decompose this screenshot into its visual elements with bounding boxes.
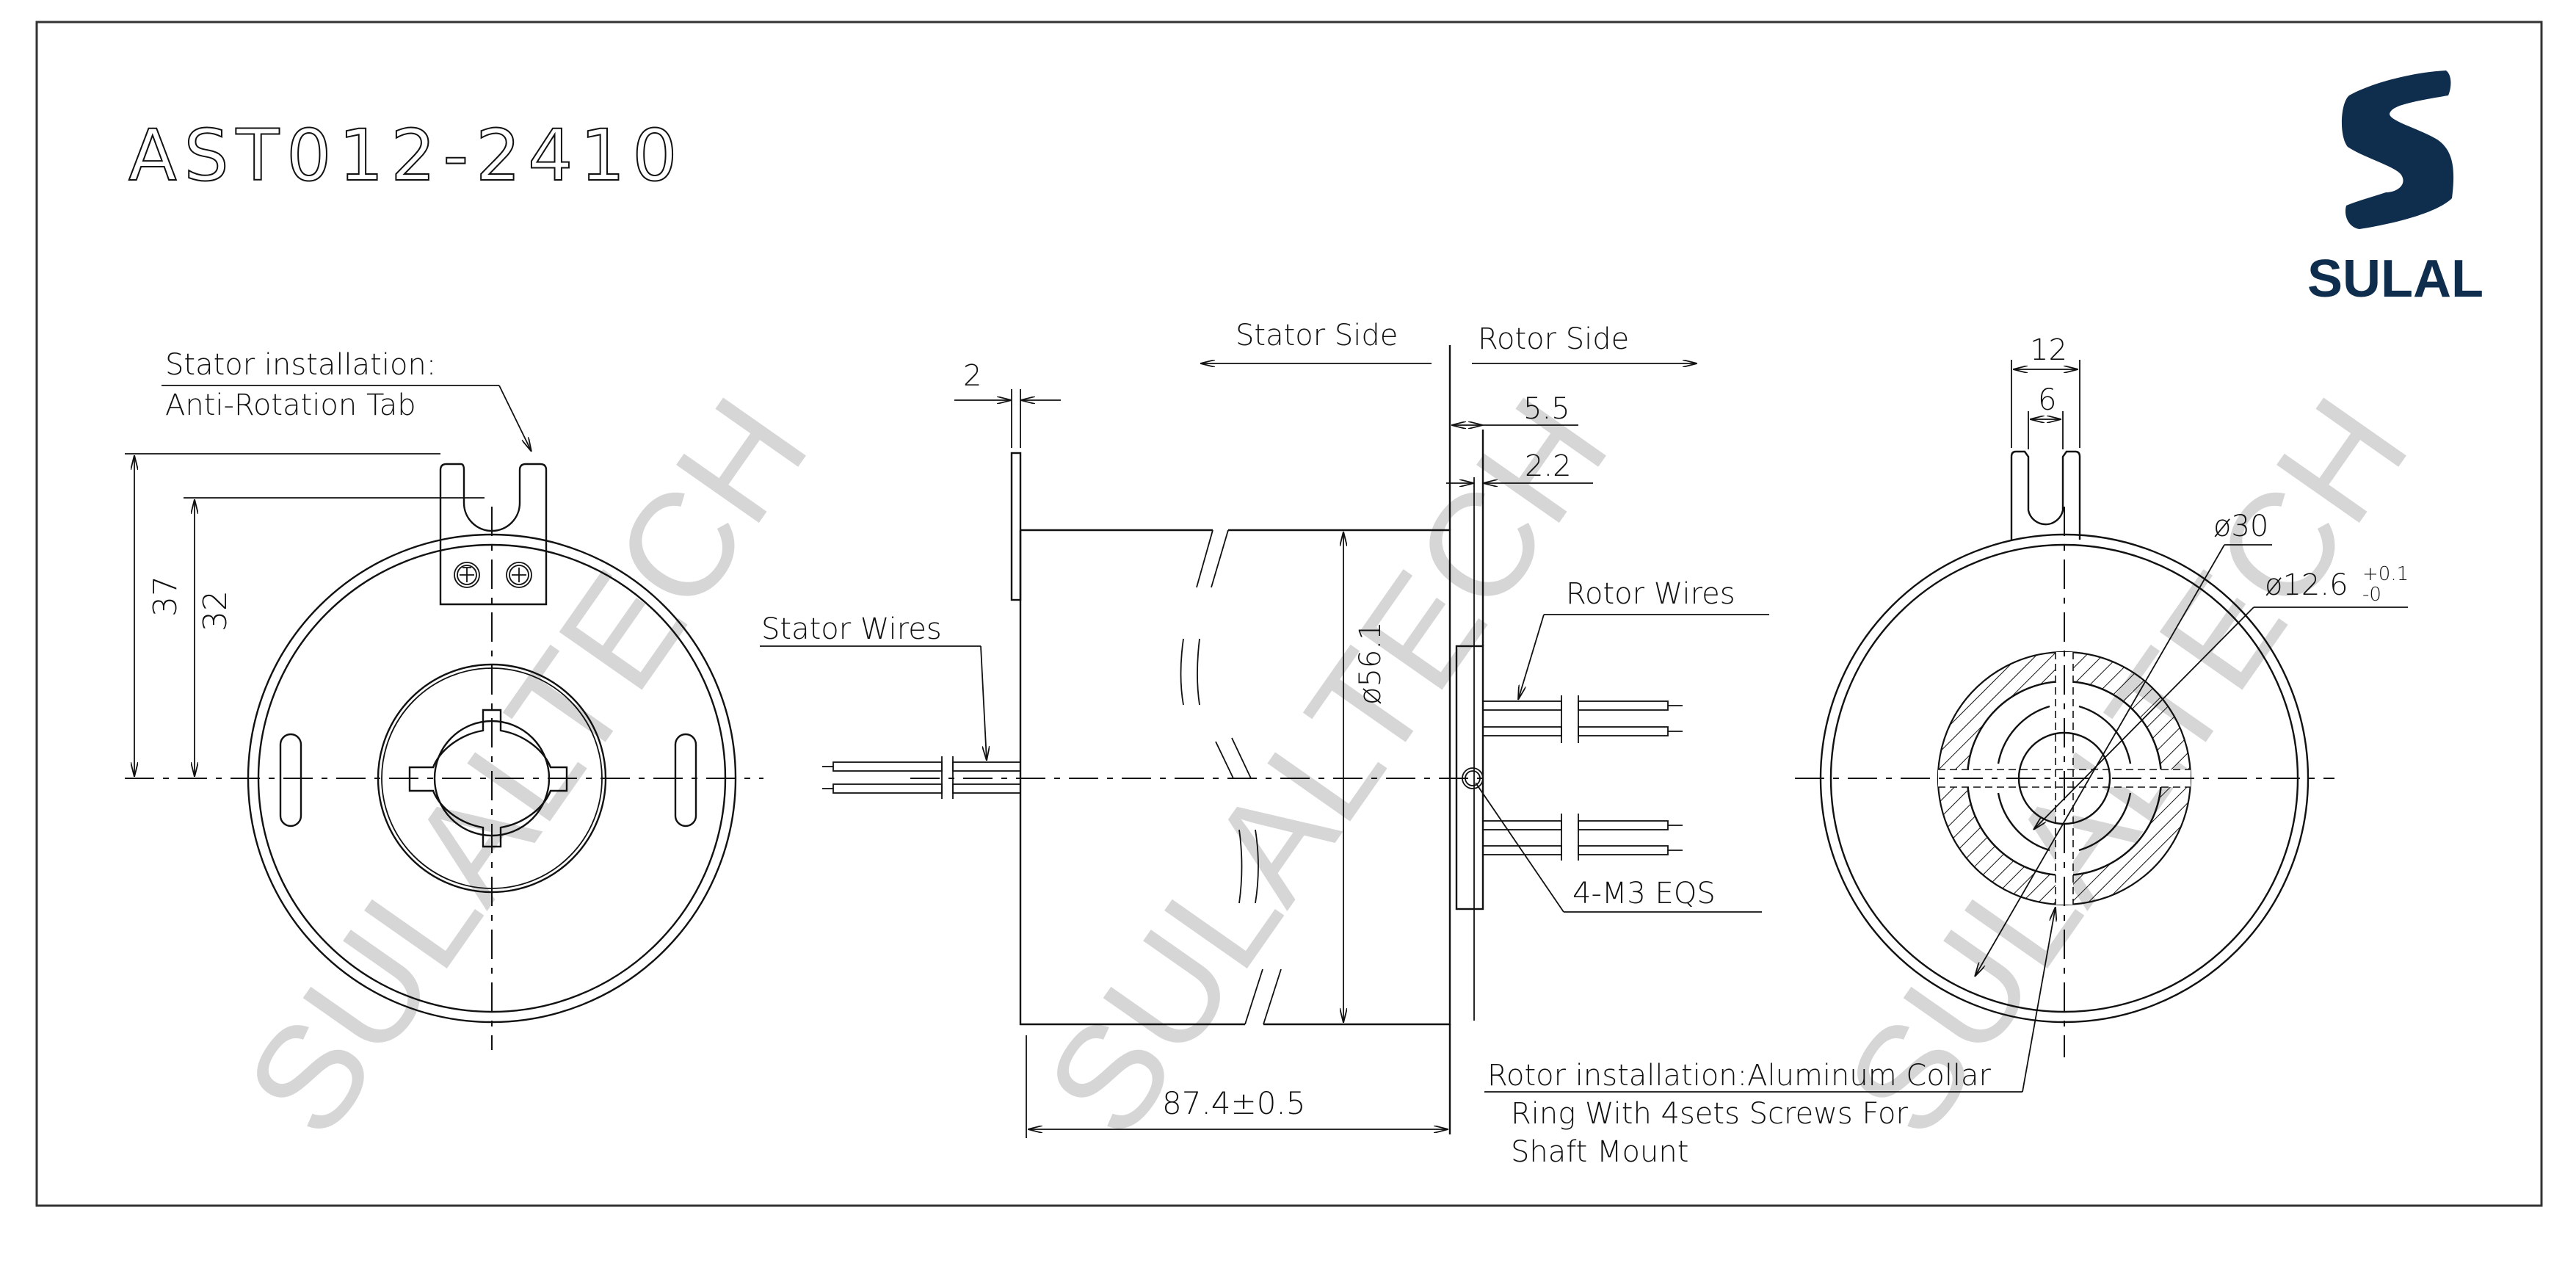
dim-2-2: 2.2 xyxy=(1525,449,1572,483)
dim-diameter-bore: ø12.6 xyxy=(2265,568,2348,602)
screws-callout: 4-M3 EQS xyxy=(1572,877,1716,910)
screw-icon xyxy=(506,562,532,588)
brand-logo: SULAL xyxy=(2307,70,2484,308)
dim-32: 32 xyxy=(197,590,234,631)
dim-diameter-56-1: ø56.1 xyxy=(1354,621,1387,705)
watermark-left: SULALTECH xyxy=(215,370,839,1164)
rotor-installation-note-line2: Ring With 4sets Screws For xyxy=(1511,1097,1909,1131)
dim-slot-width: 6 xyxy=(2038,383,2056,417)
watermark-center: SULALTECH xyxy=(1015,370,1639,1164)
rotor-wires xyxy=(1482,695,1683,861)
rotor-wires-label: Rotor Wires xyxy=(1566,577,1735,611)
brand-name: SULAL xyxy=(2307,250,2484,308)
dim-diameter-30: ø30 xyxy=(2213,510,2268,543)
stator-wires xyxy=(822,756,1021,799)
sulal-s-logo-icon xyxy=(2341,70,2454,229)
stator-side-label: Stator Side xyxy=(1236,319,1398,352)
tolerance-upper: +0.1 xyxy=(2362,563,2409,585)
rotor-side-label: Rotor Side xyxy=(1478,322,1629,356)
stator-end-view: 37 32 Stator installation: Anti-Rotation… xyxy=(125,348,763,1050)
stator-installation-callout: Stator installation: xyxy=(165,348,436,382)
drawing-frame xyxy=(35,21,2543,1207)
watermark-right: SULALTECH xyxy=(1815,370,2439,1164)
drawing-title: AST012-2410 xyxy=(128,115,684,197)
rotor-end-view: 12 6 ø30 ø12.6 +0.1 -0 Rotor installatio… xyxy=(1484,333,2409,1169)
side-view: Stator Wires Rotor Wires 4-M3 EQS Stator… xyxy=(760,319,1769,1138)
rotor-installation-note-line1: Rotor installation:Aluminum Collar xyxy=(1487,1059,1992,1093)
dim-37: 37 xyxy=(147,576,184,617)
stator-wires-label: Stator Wires xyxy=(761,612,942,646)
dim-5-5: 5.5 xyxy=(1523,392,1570,426)
dim-length: 87.4±0.5 xyxy=(1162,1085,1306,1121)
tolerance-lower: -0 xyxy=(2362,584,2381,606)
dim-tab-width: 12 xyxy=(2030,333,2067,367)
dim-flange-thickness: 2 xyxy=(963,359,982,393)
anti-rotation-tab-callout: Anti-Rotation Tab xyxy=(165,388,416,422)
rotor-installation-note-line3: Shaft Mount xyxy=(1511,1135,1688,1169)
screw-icon xyxy=(454,562,480,588)
